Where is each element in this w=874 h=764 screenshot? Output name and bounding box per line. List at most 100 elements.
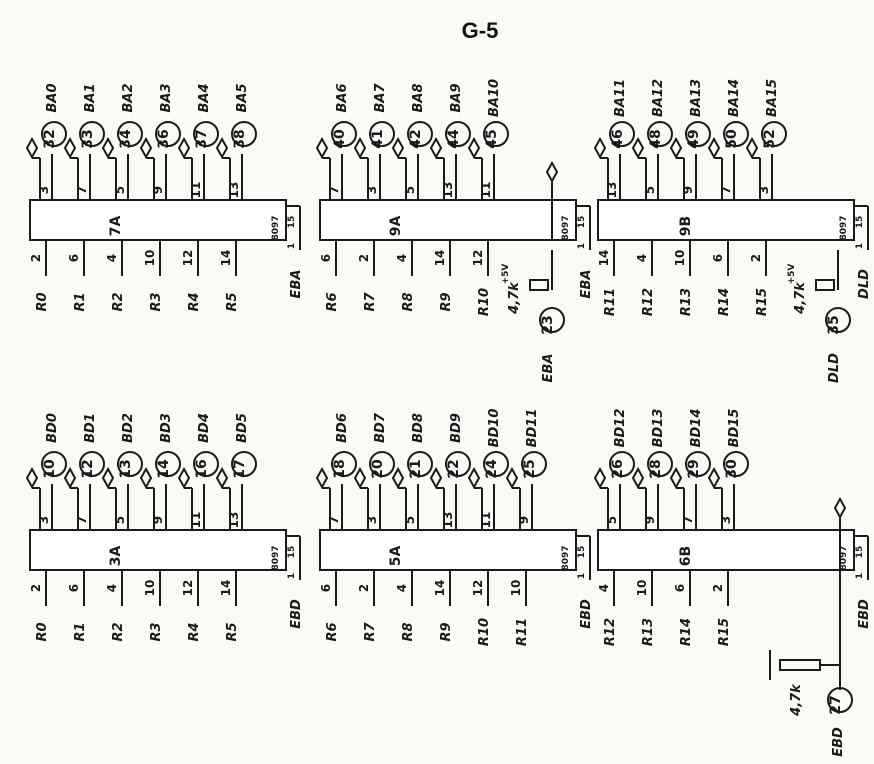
bus-connector-diamond [429,466,443,490]
output-BA5: BA5 [235,83,250,112]
eba-pullup-connector-label: 23 [540,315,556,334]
connector-circle [685,451,711,477]
input-R12: R12 [641,288,656,316]
input-R8: R8 [401,622,416,641]
bus-connector-diamond [63,136,77,160]
enable-EBA: EBA [579,270,594,299]
connector-circle-label: 34 [118,129,134,149]
chip-part-9A: 8097 [561,215,571,240]
input-R15: R15 [755,288,770,316]
eba-pullup-connector [539,307,565,333]
bus-connector-diamond [101,466,115,490]
chip-part-5A: 8097 [561,545,571,570]
output-BA10: BA10 [487,79,502,117]
output-BD11: BD11 [525,409,540,448]
top-pin-3: 3 [37,516,51,524]
connector-circle-label: 33 [80,129,96,148]
chip-name-3A: 3A [108,546,124,567]
bottom-pin-4: 4 [597,584,611,592]
connector-circle [609,121,635,147]
enable-pin-15: 15 [577,546,587,559]
top-pin-9: 9 [681,186,695,194]
connector-circle-label: 10 [42,459,58,479]
bottom-pin-2: 2 [711,584,725,592]
ebd-res-value: 4,7k [789,683,804,717]
enable-pin-15: 15 [577,216,587,229]
bottom-pin-6: 6 [67,584,81,592]
connector-circle-label: 14 [156,459,172,479]
top-pin-13: 13 [441,512,455,529]
bus-connector-diamond [631,136,645,160]
bottom-pin-14: 14 [433,250,447,267]
bottom-pin-2: 2 [357,254,371,262]
input-R0: R0 [35,622,50,641]
input-R6: R6 [325,292,340,311]
top-pin-9: 9 [151,516,165,524]
connector-circle-label: 20 [370,459,386,479]
connector-circle [369,451,395,477]
bus-connector-diamond [593,466,607,490]
bottom-pin-10: 10 [143,580,157,597]
bus-connector-diamond [467,136,481,160]
chip-5A [319,529,591,580]
bottom-pin-4: 4 [395,254,409,262]
enable-EBD: EBD [579,599,594,629]
connector-circle [723,121,749,147]
input-R1: R1 [73,292,88,311]
dld-pullup-label: DLD [827,353,842,383]
bus-connector-diamond [25,466,39,490]
connector-circle-label: 40 [332,129,348,149]
output-BD3: BD3 [159,413,174,443]
connector-circle-label: 52 [762,129,778,148]
bus-connector-diamond [467,466,481,490]
bus-connector-diamond [177,136,191,160]
chip-name-5A: 5A [388,546,404,567]
connector-circle [647,121,673,147]
top-pin-5: 5 [643,186,657,194]
connector-circle-label: 22 [446,459,462,478]
output-BD5: BD5 [235,413,250,443]
connector-circle [369,121,395,147]
connector-circle-label: 30 [724,459,740,479]
output-BA14: BA14 [727,79,742,117]
connector-circle [331,451,357,477]
top-pin-5: 5 [403,186,417,194]
bus-connector-diamond [139,466,153,490]
enable-pin-15: 15 [287,546,297,559]
bottom-pin-12: 12 [471,580,485,597]
output-BD0: BD0 [45,413,60,443]
enable-EBD: EBD [857,599,872,629]
bottom-pin-6: 6 [673,584,687,592]
eba-pullup-resistor [529,279,549,291]
enable-pin-1: 1 [855,243,865,249]
connector-circle-label: 38 [232,129,248,148]
output-BA6: BA6 [335,83,350,112]
bottom-pin-10: 10 [509,580,523,597]
ebd-connector [827,687,853,713]
input-R9: R9 [439,622,454,641]
input-R0: R0 [35,292,50,311]
input-R2: R2 [111,292,126,311]
chip-body-6B [597,529,855,571]
connector-circle-label: 24 [484,459,500,479]
enable-EBA: EBA [289,270,304,299]
connector-circle [79,451,105,477]
output-BD4: BD4 [197,413,212,443]
bus-connector-diamond [315,466,329,490]
output-BA13: BA13 [689,79,704,117]
connector-circle [445,451,471,477]
output-BD13: BD13 [651,409,666,448]
output-BA12: BA12 [651,79,666,117]
top-pin-13: 13 [605,182,619,199]
bus-connector-diamond [707,466,721,490]
bottom-pin-12: 12 [181,250,195,267]
connector-circle-label: 26 [610,459,626,478]
enable-pin-1: 1 [577,243,587,249]
top-pin-5: 5 [113,516,127,524]
bottom-pin-4: 4 [395,584,409,592]
output-BD6: BD6 [335,413,350,443]
output-BD12: BD12 [613,409,628,448]
output-BD7: BD7 [373,412,388,443]
connector-circle-label: 36 [156,129,172,148]
connector-circle [483,121,509,147]
